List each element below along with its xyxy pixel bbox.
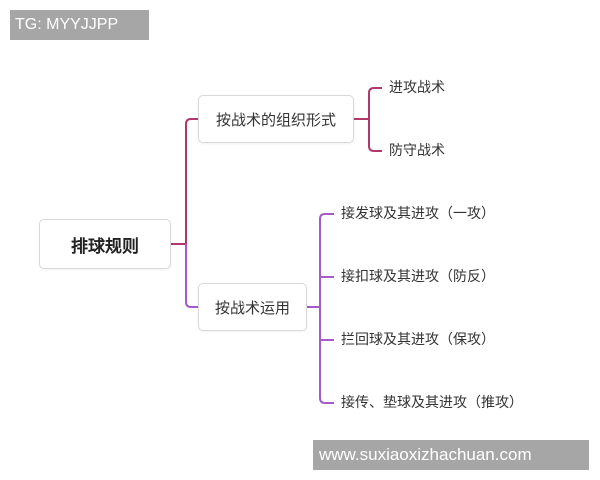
leaf-node-offense-tactics[interactable]: 进攻战术 [389,80,445,96]
branch-node-application[interactable]: 按战术运用 [198,283,307,331]
branch-node-label: 按战术运用 [214,298,290,317]
connector-root-branch2 [185,244,198,308]
leaf-node-spike-receive-attack[interactable]: 接扣球及其进攻（防反） [341,269,495,285]
connector-root-branch1 [171,118,198,245]
leaf-node-pass-dig-attack[interactable]: 接传、垫球及其进攻（推攻） [341,395,523,411]
root-node-label: 排球规则 [71,236,139,257]
leaf-node-serve-receive-attack[interactable]: 接发球及其进攻（一攻） [341,206,495,222]
watermark-top: TG: MYYJJPP [10,10,149,40]
leaf-node-block-return-attack[interactable]: 拦回球及其进攻（保攻） [341,332,495,348]
branch-node-organization[interactable]: 按战术的组织形式 [198,95,354,143]
watermark-bottom: www.suxiaoxizhachuan.com [313,440,589,470]
leaf-node-defense-tactics[interactable]: 防守战术 [389,143,445,159]
root-node[interactable]: 排球规则 [39,219,171,269]
branch-node-label: 按战术的组织形式 [215,110,336,129]
